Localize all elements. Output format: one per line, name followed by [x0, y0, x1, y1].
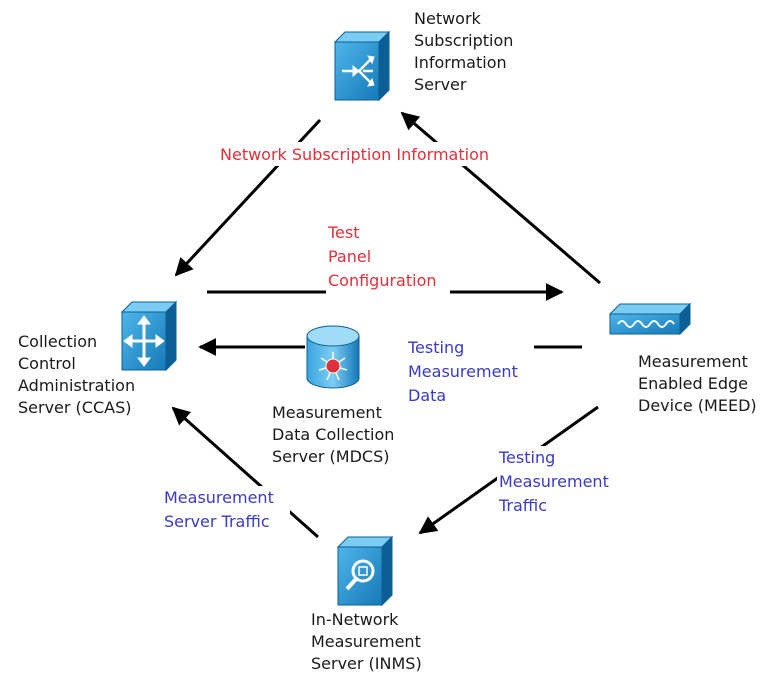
- switch-icon: [333, 30, 391, 102]
- ccas-label: Collection Control Administration Server…: [18, 332, 140, 417]
- arrow-inms-to-ccas: [171, 406, 319, 539]
- edge-label-network-subscription-information: Network Subscription Information: [220, 145, 489, 164]
- inms-label: In-Network Measurement Server (INMS): [311, 610, 426, 673]
- edge-label-measurement-server-traffic: Measurement Server Traffic: [164, 488, 279, 531]
- arrow-meed-to-nsis: [400, 111, 601, 285]
- edge-device-icon: [608, 302, 692, 336]
- nsis-label: Network Subscription Information Server: [414, 9, 519, 94]
- edge-label-testing-measurement-data: Testing Measurement Data: [407, 338, 523, 405]
- database-cylinder-icon: [306, 325, 360, 389]
- router-arrows-icon: [120, 300, 178, 372]
- meed-label: Measurement Enabled Edge Device (MEED): [638, 352, 757, 415]
- edge-label-testing-measurement-traffic: Testing Measurement Traffic: [498, 448, 614, 515]
- magnifier-server-icon: [336, 535, 394, 607]
- mdcs-label: Measurement Data Collection Server (MDCS…: [272, 403, 400, 466]
- edge-label-test-panel-configuration: Test Panel Configuration: [327, 223, 437, 290]
